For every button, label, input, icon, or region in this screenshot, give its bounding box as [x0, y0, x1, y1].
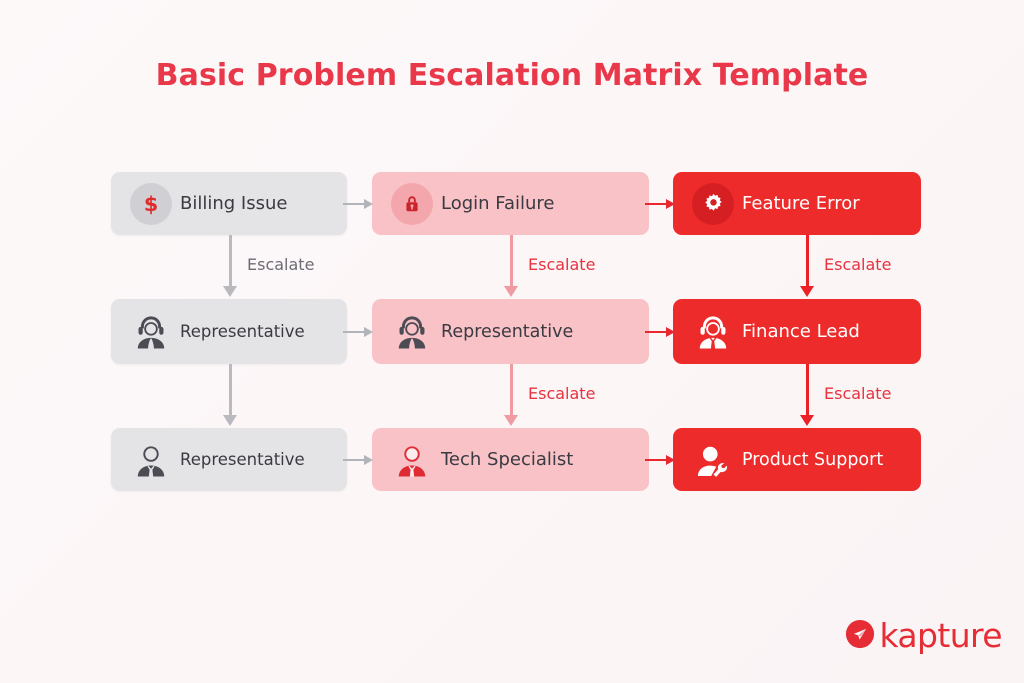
flow-arrow-row1-col0-col1	[343, 325, 373, 339]
matrix-cell-representative-col0-tier2[interactable]: Representative	[111, 428, 347, 491]
matrix-cell-label: Billing Issue	[180, 193, 288, 214]
matrix-cell-tech-specialist[interactable]: Tech Specialist	[372, 428, 649, 491]
dollar-icon: $	[128, 181, 174, 227]
matrix-cell-representative-col0[interactable]: Representative	[111, 299, 347, 364]
escalation-matrix: $ Billing Issue Login Failure	[111, 172, 921, 497]
matrix-cell-finance-lead[interactable]: Finance Lead	[673, 299, 921, 364]
escalate-arrow-col0-row0	[210, 235, 250, 297]
person-wrench-icon	[690, 437, 736, 483]
flow-arrow-row1-col1-col2	[645, 325, 675, 339]
escalate-arrow-col2-row0	[787, 235, 827, 297]
matrix-cell-label: Representative	[180, 322, 305, 341]
escalate-label-col1-row1: Escalate	[528, 384, 596, 403]
person-tie-icon	[128, 437, 174, 483]
escalate-label-col2-row1: Escalate	[824, 384, 892, 403]
matrix-cell-product-support[interactable]: Product Support	[673, 428, 921, 491]
flow-arrow-row0-col0-col1	[343, 197, 373, 211]
escalate-arrow-col2-row1	[787, 364, 827, 426]
escalate-label-col2-row0: Escalate	[824, 255, 892, 274]
kapture-logo-icon	[845, 619, 875, 653]
person-tie-icon	[389, 437, 435, 483]
matrix-cell-label: Representative	[180, 450, 305, 469]
gear-icon	[690, 181, 736, 227]
flow-arrow-row2-col0-col1	[343, 453, 373, 467]
escalate-label-col1-row0: Escalate	[528, 255, 596, 274]
matrix-cell-label: Tech Specialist	[441, 449, 574, 470]
svg-text:$: $	[144, 192, 158, 216]
agent-headset-icon	[128, 309, 174, 355]
kapture-logo[interactable]: kapture	[845, 616, 1003, 655]
matrix-cell-feature-error[interactable]: Feature Error	[673, 172, 921, 235]
escalate-arrow-col0-row1	[210, 364, 250, 426]
matrix-cell-label: Finance Lead	[742, 321, 860, 342]
matrix-cell-label: Login Failure	[441, 193, 555, 214]
escalate-arrow-col1-row1	[491, 364, 531, 426]
page-title: Basic Problem Escalation Matrix Template	[155, 58, 869, 93]
matrix-cell-label: Feature Error	[742, 193, 860, 214]
agent-headset-icon	[389, 309, 435, 355]
kapture-logo-text: kapture	[879, 616, 1003, 655]
matrix-cell-billing-issue[interactable]: $ Billing Issue	[111, 172, 347, 235]
matrix-cell-label: Product Support	[742, 449, 884, 470]
matrix-cell-label: Representative	[441, 321, 574, 342]
escalate-arrow-col1-row0	[491, 235, 531, 297]
flow-arrow-row2-col1-col2	[645, 453, 675, 467]
matrix-cell-login-failure[interactable]: Login Failure	[372, 172, 649, 235]
escalate-label-col0-row0: Escalate	[247, 255, 315, 274]
matrix-cell-representative-col1[interactable]: Representative	[372, 299, 649, 364]
lock-icon	[389, 181, 435, 227]
agent-headset-icon	[690, 309, 736, 355]
flow-arrow-row0-col1-col2	[645, 197, 675, 211]
